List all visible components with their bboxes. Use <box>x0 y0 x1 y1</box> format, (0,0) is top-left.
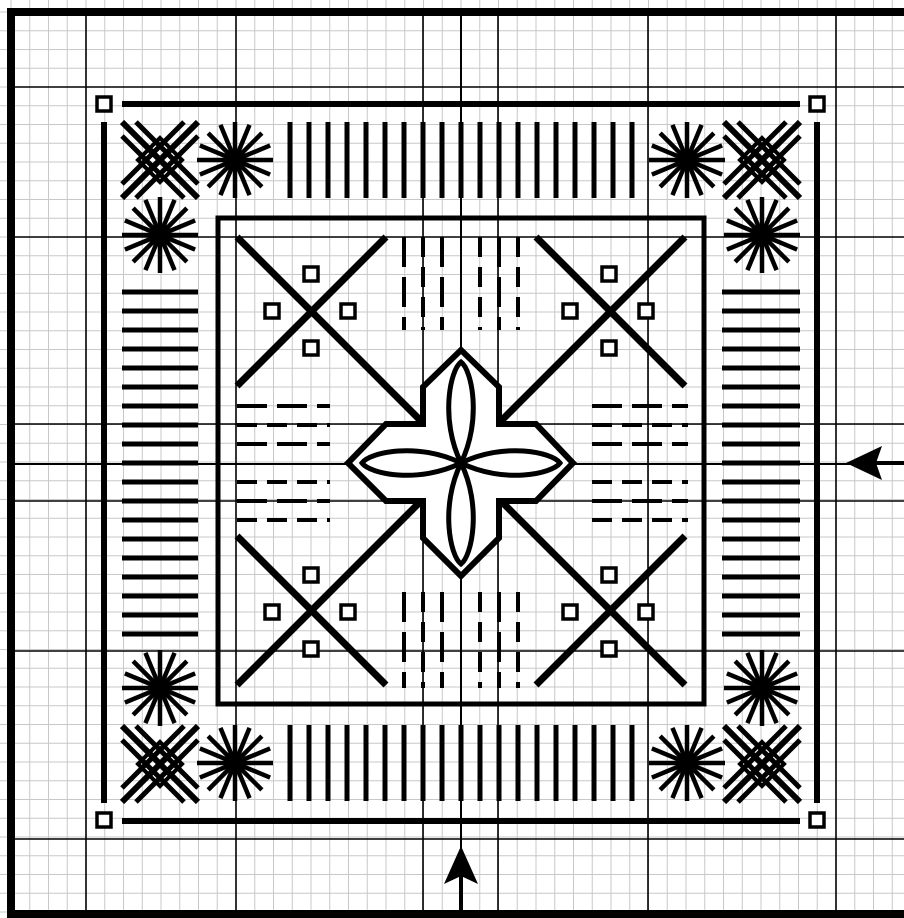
small-square-stitch <box>304 267 318 281</box>
small-square-stitch <box>563 304 577 318</box>
corner-square-stitch <box>810 813 824 827</box>
corner-square-stitch <box>97 97 111 111</box>
small-square-stitch <box>341 605 355 619</box>
small-square-stitch <box>563 605 577 619</box>
small-square-stitch <box>304 341 318 355</box>
corner-square-stitch <box>97 813 111 827</box>
small-square-stitch <box>639 605 653 619</box>
small-square-stitch <box>304 642 318 656</box>
corner-square-stitch <box>810 97 824 111</box>
small-square-stitch <box>639 304 653 318</box>
small-square-stitch <box>341 304 355 318</box>
small-square-stitch <box>602 642 616 656</box>
small-square-stitch <box>304 568 318 582</box>
small-square-stitch <box>265 304 279 318</box>
small-square-stitch <box>602 341 616 355</box>
small-square-stitch <box>265 605 279 619</box>
small-square-stitch <box>602 267 616 281</box>
small-square-stitch <box>602 568 616 582</box>
